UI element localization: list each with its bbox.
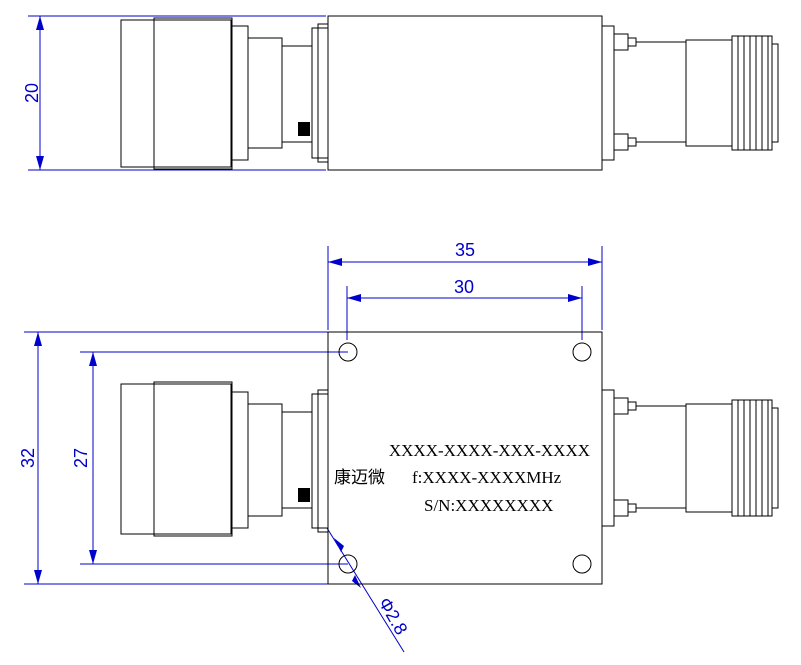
dim-hole-spacing-x: 30 xyxy=(454,277,474,297)
label-serial: S/N:XXXXXXXX xyxy=(424,496,553,515)
dim-hole-diameter: Φ2.8 xyxy=(375,594,412,638)
mount-hole-tl xyxy=(338,342,358,362)
label-brand: 康迈微 xyxy=(334,468,385,488)
dim-total-width: 32 xyxy=(18,448,38,468)
side-view xyxy=(28,15,779,171)
dim-hole-spacing-y: 27 xyxy=(71,448,91,468)
top-view xyxy=(24,246,779,653)
dim-total-length: 35 xyxy=(455,240,475,260)
label-freq: f:XXXX-XXXXMHz xyxy=(412,468,562,487)
dim-side-height: 20 xyxy=(22,83,42,103)
mount-hole-tr xyxy=(572,342,592,362)
mount-hole-br xyxy=(572,554,592,574)
label-model: XXXX-XXXX-XXX-XXXX xyxy=(389,441,590,460)
mount-hole-bl xyxy=(338,554,358,574)
